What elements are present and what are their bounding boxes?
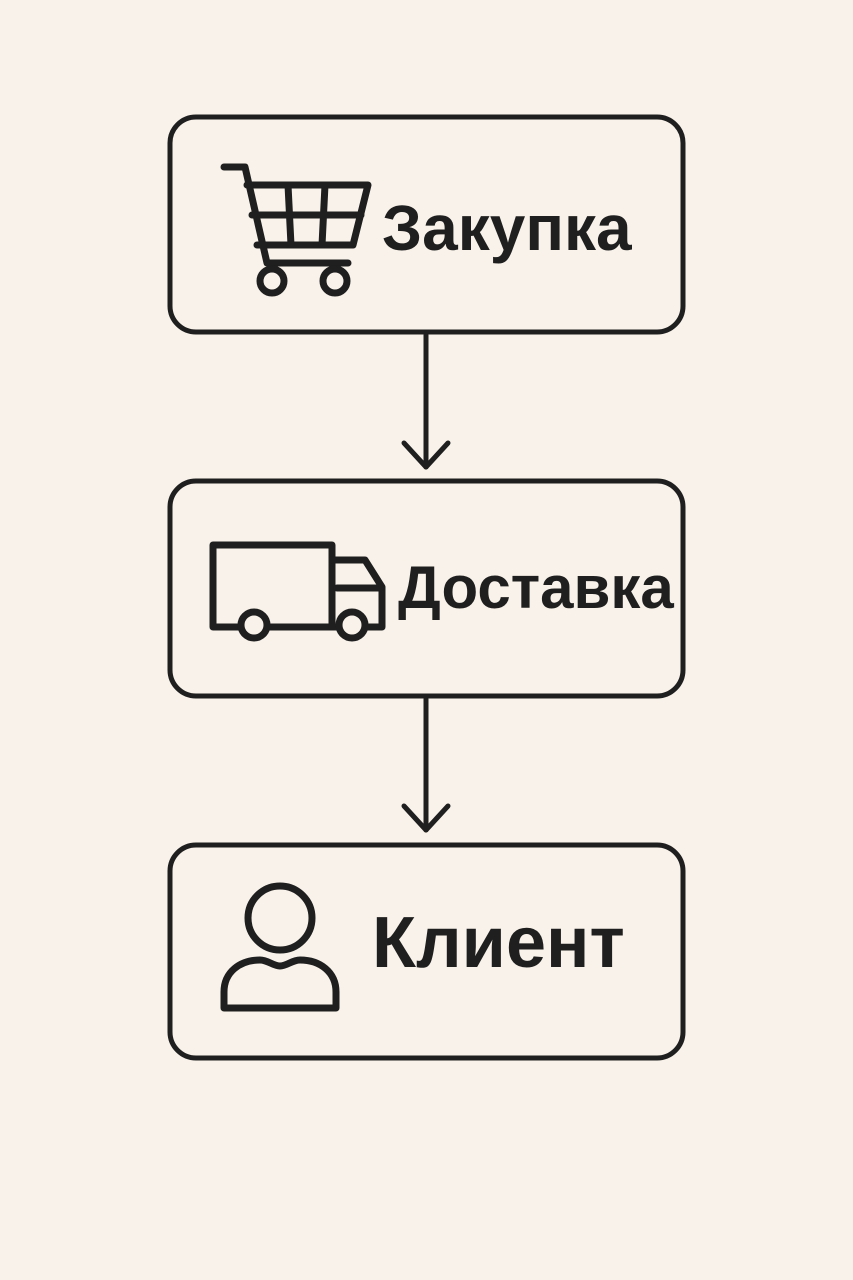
client-node xyxy=(167,842,686,1061)
arrow-delivery-to-client xyxy=(401,696,451,833)
delivery-node xyxy=(167,478,686,699)
delivery-truck-icon xyxy=(209,541,386,642)
client-label: Клиент xyxy=(372,903,625,983)
shopping-cart-icon xyxy=(220,163,372,297)
delivery-label: Доставка xyxy=(398,554,674,621)
purchase-node xyxy=(167,114,686,335)
purchase-label: Закупка xyxy=(382,192,632,264)
arrow-purchase-to-delivery xyxy=(401,332,451,470)
user-icon xyxy=(220,882,340,1012)
